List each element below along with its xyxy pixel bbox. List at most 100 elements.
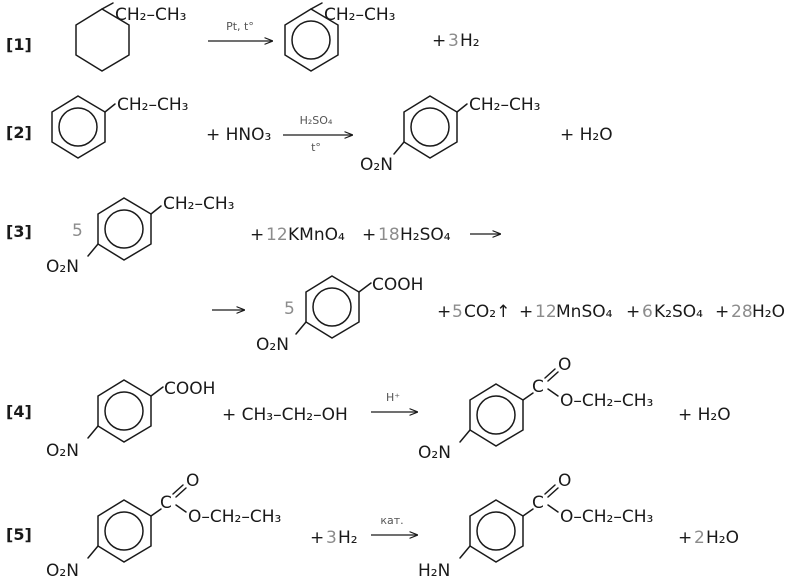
benzene-ring	[284, 8, 339, 72]
carboxyl-group: COOH	[372, 275, 423, 295]
reaction-label: [5]	[6, 525, 32, 544]
ethyl-group: CH₂–CH₃	[163, 194, 234, 214]
coefficient: 18	[378, 225, 400, 245]
water: + H₂O	[560, 125, 613, 145]
reaction-5: [5] C O O–CH₂–CH₃ O₂N + 3 H₂ кат. C O O–…	[6, 471, 739, 581]
substituent-bond	[310, 2, 323, 10]
coefficient: 12	[535, 302, 557, 322]
substituent-bond	[358, 282, 372, 293]
nitro-group: O₂N	[46, 561, 79, 581]
reaction-label: [3]	[6, 222, 32, 241]
carbonyl-bond-b	[547, 487, 559, 498]
potassium-sulfate: K₂SO₄	[654, 302, 703, 322]
plus-sign: +	[519, 302, 533, 322]
plus-sign: +	[432, 31, 446, 51]
substituent-bond	[104, 103, 116, 113]
water: H₂O	[752, 302, 785, 322]
carbonyl-bond-b	[175, 487, 187, 498]
plus-sign: +	[437, 302, 451, 322]
coefficient: 5	[284, 299, 295, 319]
carbonyl-oxygen: O	[558, 355, 571, 375]
ester-carbon: C	[532, 493, 544, 513]
coefficient: 3	[326, 528, 337, 548]
ethoxy-group: O–CH₂–CH₃	[560, 391, 653, 411]
ethoxy-group: O–CH₂–CH₃	[560, 507, 653, 527]
aromatic-circle	[104, 209, 144, 249]
aromatic-circle	[104, 391, 144, 431]
reaction-label: [1]	[6, 35, 32, 54]
substituent-bond	[150, 386, 164, 397]
catalyst: кат.	[380, 514, 403, 527]
ester-carbon: C	[160, 493, 172, 513]
aromatic-circle	[410, 107, 450, 147]
aromatic-circle	[476, 395, 516, 435]
coefficient: 5	[452, 302, 463, 322]
conditions-top: Pt, t°	[226, 20, 254, 33]
coefficient: 12	[266, 225, 288, 245]
conditions-bottom: t°	[311, 141, 321, 154]
hydrogen-formula: H₂	[338, 528, 358, 548]
nitro-group: O₂N	[360, 155, 393, 175]
sulfuric-acid: H₂SO₄	[400, 225, 451, 245]
cyclohexane-ring	[75, 8, 130, 72]
conditions-top: H⁺	[386, 391, 400, 404]
substituent-bond	[522, 392, 534, 401]
plus-sign: +	[678, 528, 692, 548]
reaction-4: [4] COOH O₂N + CH₃–CH₂–OH H⁺ C O O–CH₂–C…	[6, 355, 731, 463]
nitro-bond	[87, 545, 99, 559]
ester-carbon: C	[532, 377, 544, 397]
ester-bond	[547, 388, 559, 397]
nitro-group: O₂N	[256, 335, 289, 355]
nitro-bond	[393, 141, 405, 155]
carbonyl-bond-a	[544, 484, 556, 495]
plus-sign: +	[250, 225, 264, 245]
plus-sign: +	[626, 302, 640, 322]
permanganate: KMnO₄	[288, 225, 345, 245]
substituent-bond	[522, 508, 534, 517]
nitro-bond	[459, 429, 471, 443]
aromatic-circle	[312, 287, 352, 327]
water: + H₂O	[678, 405, 731, 425]
nitro-bond	[87, 243, 99, 257]
ethyl-group: CH₂–CH₃	[115, 5, 186, 25]
substituent-bond	[101, 2, 114, 10]
reaction-3: [3] 5 CH₂–CH₃ O₂N + 12 KMnO₄ + 18 H₂SO₄ …	[6, 194, 785, 355]
carbonyl-bond-a	[544, 368, 556, 379]
coefficient: 2	[694, 528, 705, 548]
carbonyl-bond-b	[547, 371, 559, 382]
carbon-dioxide: CO₂↑	[464, 302, 510, 322]
ethanol: + CH₃–CH₂–OH	[222, 405, 348, 425]
aromatic-circle	[476, 511, 516, 551]
reaction-2: [2] CH₂–CH₃ + HNO₃ H₂SO₄ t° CH₂–CH₃ O₂N …	[6, 95, 613, 175]
coefficient: 6	[642, 302, 653, 322]
coefficient: 28	[731, 302, 753, 322]
plus-sign: +	[310, 528, 324, 548]
manganese-sulfate: MnSO₄	[556, 302, 613, 322]
substituent-bond	[150, 205, 162, 215]
aromatic-circle	[291, 20, 331, 60]
ester-bond	[175, 504, 187, 513]
plus-sign: +	[715, 302, 729, 322]
ethyl-group: CH₂–CH₃	[117, 95, 188, 115]
coefficient: 3	[448, 31, 459, 51]
reaction-label: [4]	[6, 402, 32, 421]
reaction-label: [2]	[6, 123, 32, 142]
nitro-group: O₂N	[46, 257, 79, 277]
substituent-bond	[150, 508, 162, 517]
nitric-acid: + HNO₃	[206, 125, 271, 145]
carboxyl-group: COOH	[164, 379, 215, 399]
carbonyl-bond-a	[172, 484, 184, 495]
aromatic-circle	[58, 107, 98, 147]
nitro-bond	[295, 321, 307, 335]
amino-group: H₂N	[418, 561, 450, 581]
nitro-group: O₂N	[418, 443, 451, 463]
ester-bond	[547, 504, 559, 513]
water: H₂O	[706, 528, 739, 548]
coefficient: 5	[72, 221, 83, 241]
hydrogen-formula: H₂	[460, 31, 480, 51]
amino-bond	[459, 545, 471, 559]
reaction-1: [1] CH₂–CH₃ Pt, t° CH₂–CH₃ + 3 H₂	[6, 2, 480, 72]
ethoxy-group: O–CH₂–CH₃	[188, 507, 281, 527]
plus-sign: +	[362, 225, 376, 245]
